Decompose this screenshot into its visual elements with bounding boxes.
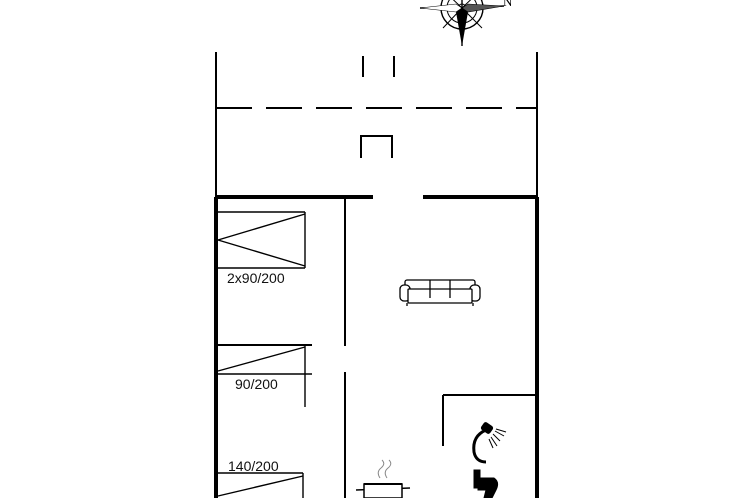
- bed-double: [216, 211, 306, 269]
- bed-label-3: 140/200: [228, 458, 279, 474]
- compass-north-label: N: [503, 0, 513, 9]
- toilet-icon: [473, 469, 499, 498]
- bed-label-2: 90/200: [235, 376, 278, 392]
- compass-rose-icon: [419, 0, 505, 46]
- bed-140: [216, 472, 304, 498]
- house-walls: [214, 195, 539, 498]
- cooking-pot-icon: [355, 459, 411, 498]
- shower-icon: [472, 422, 507, 464]
- terrace: [215, 52, 538, 198]
- sofa-icon: [399, 279, 481, 306]
- bed-label-1: 2x90/200: [227, 270, 285, 286]
- bed-single: [216, 345, 312, 407]
